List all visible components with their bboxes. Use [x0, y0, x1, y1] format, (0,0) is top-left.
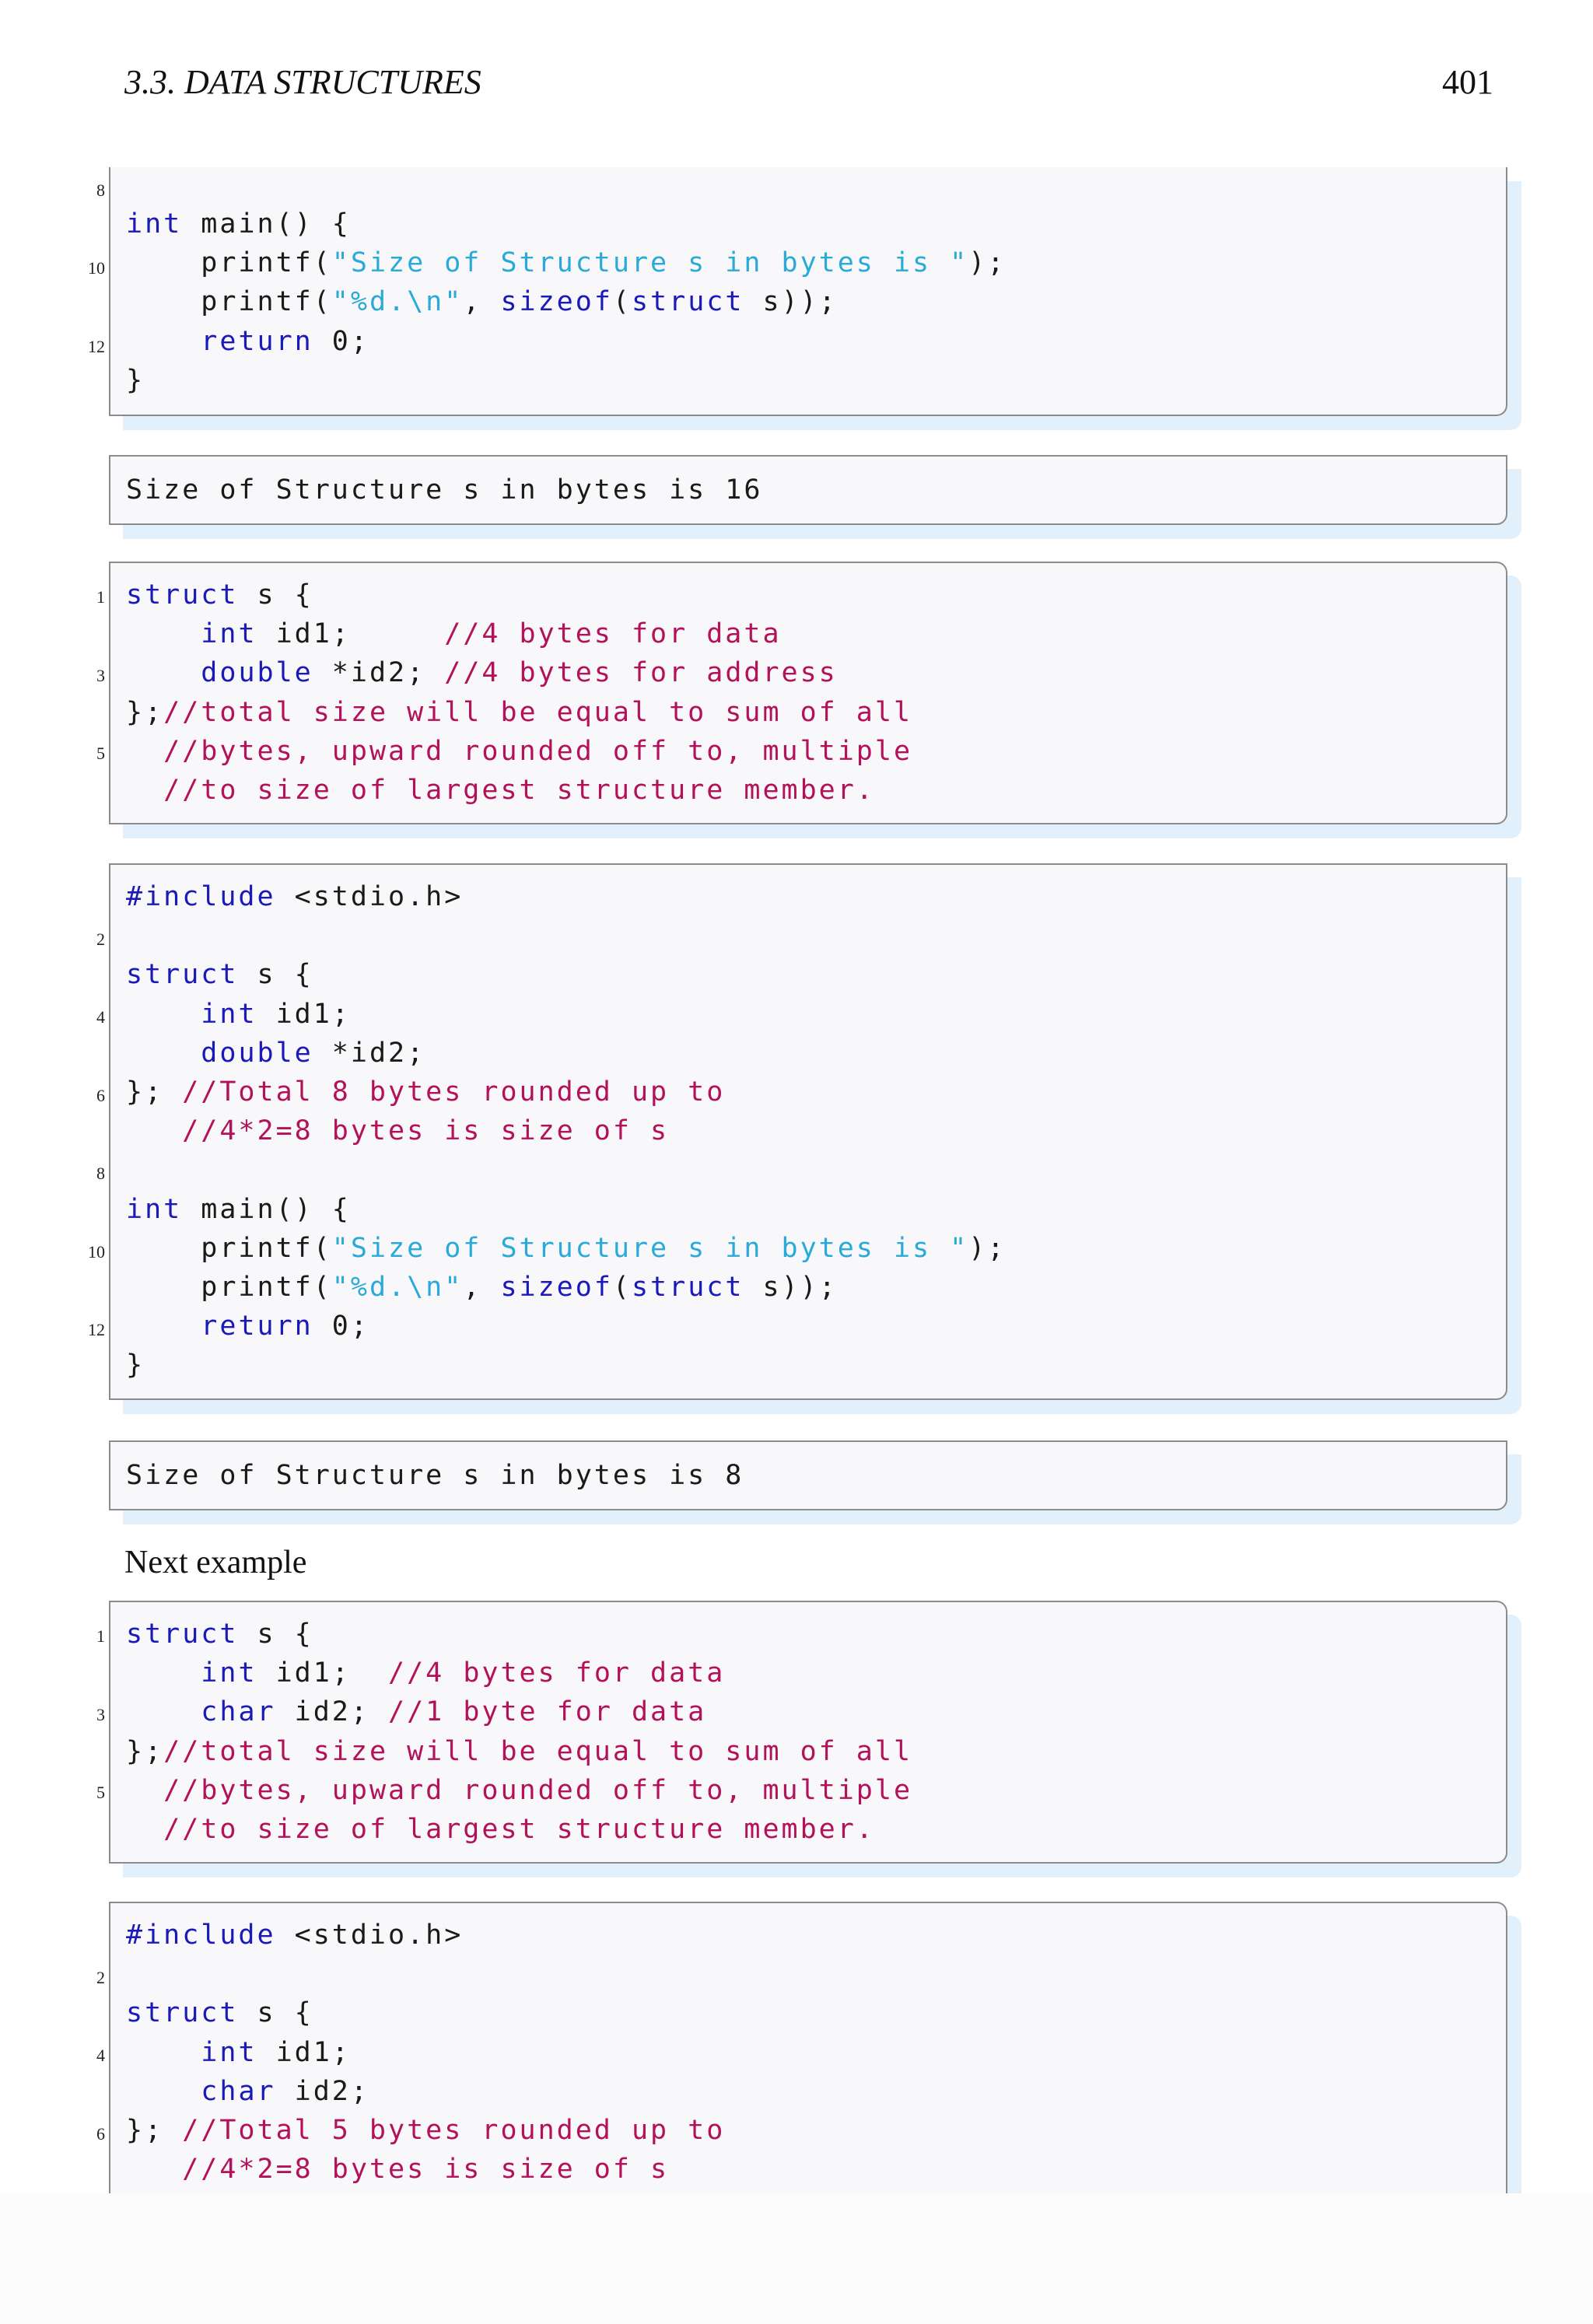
- line-number: 6: [96, 1086, 105, 1105]
- code-line: int id1; //4 bytes for data: [201, 618, 782, 650]
- code-listing-2: struct s { int id1; //4 bytes for data d…: [126, 576, 912, 810]
- output-box-2: [109, 1440, 1507, 1510]
- code-line: //4*2=8 bytes is size of s: [182, 1115, 670, 1147]
- code-listing-5: #include <stdio.h> struct s { int id1; c…: [126, 1916, 725, 2189]
- code-line: }: [126, 364, 145, 396]
- page-header: 3.3. DATA STRUCTURES 401: [0, 0, 1593, 171]
- output-text-1: Size of Structure s in bytes is 16: [126, 474, 763, 506]
- page-number: 401: [1442, 63, 1493, 101]
- code-line: };//total size will be equal to sum of a…: [126, 696, 913, 728]
- running-header-section: 3.3. DATA STRUCTURES: [124, 63, 481, 101]
- code-line: printf("Size of Structure s in bytes is …: [126, 247, 1007, 279]
- code-line: printf("%d.\n", sizeof(struct s));: [126, 286, 838, 318]
- line-number: 12: [88, 1320, 105, 1339]
- code-line: };//total size will be equal to sum of a…: [126, 1735, 913, 1767]
- page-bottom-margin: [0, 2193, 1593, 2324]
- code-line: }; //Total 8 bytes rounded up to: [126, 1076, 726, 1108]
- line-number: 1: [96, 1626, 105, 1646]
- code-line: struct s {: [126, 579, 313, 611]
- line-number: 8: [96, 1164, 105, 1183]
- line-number: 3: [96, 666, 105, 685]
- line-number: 10: [88, 258, 105, 278]
- output-text-2: Size of Structure s in bytes is 8: [126, 1460, 744, 1491]
- line-number: 12: [88, 337, 105, 356]
- code-line: double *id2;: [201, 1037, 426, 1069]
- code-line: int id1;: [201, 2036, 351, 2068]
- code-line: int main() {: [126, 1193, 351, 1225]
- line-number: 1: [96, 587, 105, 607]
- line-number: 4: [96, 2046, 105, 2065]
- line-number: 2: [96, 929, 105, 949]
- code-block-5: [109, 1902, 1507, 2201]
- output-box-1: [109, 455, 1507, 525]
- line-number: 5: [96, 744, 105, 763]
- code-line: struct s {: [126, 1619, 313, 1650]
- code-block-1: [109, 167, 1507, 416]
- code-line: char id2; //1 byte for data: [201, 1696, 707, 1728]
- code-line: #include <stdio.h>: [126, 1920, 464, 1951]
- code-line: //to size of largest structure member.: [163, 1814, 875, 1846]
- code-line: struct s {: [126, 1997, 313, 2029]
- line-number: 10: [88, 1242, 105, 1262]
- code-line: //bytes, upward rounded off to, multiple: [163, 1774, 913, 1806]
- code-line: #include <stdio.h>: [126, 881, 464, 912]
- code-line: //4*2=8 bytes is size of s: [182, 2154, 670, 2186]
- code-block-2: [109, 562, 1507, 824]
- code-line: char id2;: [201, 2075, 369, 2107]
- code-line: struct s {: [126, 959, 313, 991]
- code-line: int id1;: [201, 998, 351, 1030]
- code-listing-3: #include <stdio.h> struct s { int id1; d…: [126, 877, 1006, 1385]
- line-number: 8: [96, 180, 105, 200]
- code-line: //bytes, upward rounded off to, multiple: [163, 735, 913, 767]
- code-line: int main() {: [126, 208, 351, 240]
- line-number: 5: [96, 1783, 105, 1802]
- line-number: 6: [96, 2124, 105, 2144]
- code-line: printf("Size of Structure s in bytes is …: [126, 1232, 1007, 1264]
- body-paragraph: Next example: [124, 1545, 307, 1580]
- code-line: int id1; //4 bytes for data: [201, 1657, 726, 1689]
- code-block-4: [109, 1601, 1507, 1864]
- code-line: }: [126, 1349, 145, 1381]
- code-listing-4: struct s { int id1; //4 bytes for data c…: [126, 1615, 912, 1849]
- line-number: 4: [96, 1007, 105, 1027]
- code-line: return 0;: [201, 1311, 369, 1342]
- code-block-3: [109, 863, 1507, 1400]
- code-line: }; //Total 5 bytes rounded up to: [126, 2115, 726, 2147]
- code-line: return 0;: [201, 325, 369, 357]
- line-number: 2: [96, 1968, 105, 1987]
- code-line: //to size of largest structure member.: [163, 775, 875, 807]
- code-line: double *id2; //4 bytes for address: [201, 657, 838, 689]
- line-number: 3: [96, 1705, 105, 1724]
- code-line: printf("%d.\n", sizeof(struct s));: [126, 1272, 838, 1304]
- code-listing-1: int main() { printf("Size of Structure s…: [126, 205, 1006, 400]
